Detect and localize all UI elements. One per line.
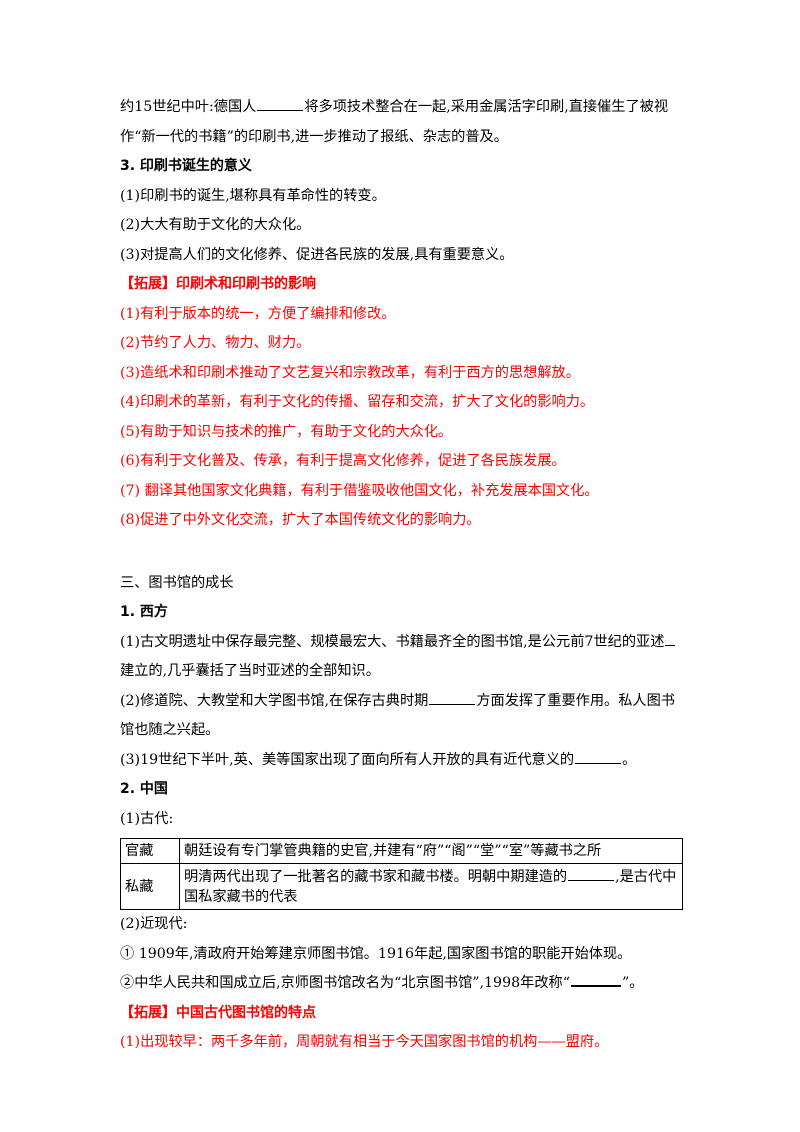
spacer <box>120 536 685 569</box>
fill-blank <box>570 971 621 987</box>
list-item: (7) 翻译其他国家文化典籍，有利于借鉴吸收他国文化，补充发展本国文化。 <box>120 482 599 499</box>
list-item: (1)印刷书的诞生,堪称具有革命性的转变。 <box>120 187 386 204</box>
section-heading-3: 3. 印刷书诞生的意义 <box>120 158 252 174</box>
sub-label-modern: (2)近现代: <box>120 916 188 932</box>
fill-blank <box>568 866 615 881</box>
list-item-continued: 建立的,几乎囊括了当时亚述的全部知识。 <box>120 663 380 679</box>
list-item: (5)有助于知识与技术的推广，有助于文化的大众化。 <box>120 423 453 440</box>
list-item: (1)有利于版本的统一，方便了编排和修改。 <box>120 305 396 322</box>
table-cell-key: 官藏 <box>120 838 180 864</box>
part-title-library: 三、图书馆的成长 <box>120 574 234 591</box>
list-item: (2)大大有助于文化的大众化。 <box>120 217 311 233</box>
list-item: (4)印刷术的革新，有利于文化的传播、留存和交流，扩大了文化的影响力。 <box>120 394 595 410</box>
fill-blank <box>257 96 304 111</box>
list-item: (6)有利于文化普及、传承，有利于提高文化修养，促进了各民族发展。 <box>120 453 566 469</box>
list-item: (3)19世纪下半叶,英、美等国家出现了面向所有人开放的具有近代意义的。 <box>120 746 685 776</box>
fill-blank <box>665 631 676 646</box>
table-row: 私藏 明清两代出现了一批著名的藏书家和藏书楼。明朝中期建造的,是古代中国私家藏书… <box>120 863 683 910</box>
list-item: (3)对提高人们的文化修养、促进各民族的发展,具有重要意义。 <box>120 246 514 263</box>
list-item: (1)古文明遗址中保存最完整、规模最宏大、书籍最齐全的图书馆,是公元前7世纪的亚… <box>120 628 685 658</box>
list-item: ① 1909年,清政府开始筹建京师图书馆。1916年起,国家图书馆的职能开始体现… <box>120 945 632 962</box>
table-cell-value: 明清两代出现了一批著名的藏书家和藏书楼。明朝中期建造的,是古代中国私家藏书的代表 <box>179 863 683 910</box>
extension-heading-library: 【拓展】中国古代图书馆的特点 <box>120 1004 316 1021</box>
list-item: (2)节约了人力、物力、财力。 <box>120 335 311 351</box>
table-cell-value: 朝廷设有专门掌管典籍的史官,并建有“府”“阁”“堂”“室”等藏书之所 <box>179 838 683 864</box>
fill-blank <box>575 749 622 764</box>
table-cell-key: 私藏 <box>120 863 180 910</box>
paragraph-gutenberg-line1: 约15世纪中叶:德国人将多项技术整合在一起,采用金属活字印刷,直接催生了被视 <box>120 93 685 123</box>
section-heading-china: 2. 中国 <box>120 781 168 797</box>
list-item: (2)修道院、大教堂和大学图书馆,在保存古典时期方面发挥了重要作用。私人图书 <box>120 687 685 717</box>
fill-blank <box>429 690 476 705</box>
list-item: (3)造纸术和印刷术推动了文艺复兴和宗教改革，有利于西方的思想解放。 <box>120 364 580 381</box>
ancient-collection-table: 官藏 朝廷设有专门掌管典籍的史官,并建有“府”“阁”“堂”“室”等藏书之所 私藏… <box>120 838 683 910</box>
table-row: 官藏 朝廷设有专门掌管典籍的史官,并建有“府”“阁”“堂”“室”等藏书之所 <box>120 838 683 864</box>
paragraph-gutenberg-line2: 作“新一代的书籍”的印刷书,进一步推动了报纸、杂志的普及。 <box>120 128 508 145</box>
extension-heading-printing: 【拓展】印刷术和印刷书的影响 <box>120 276 316 292</box>
list-item: ②中华人民共和国成立后,京师图书馆改名为“北京图书馆”,1998年改称“”。 <box>120 969 685 999</box>
document-page: 约15世纪中叶:德国人将多项技术整合在一起,采用金属活字印刷,直接催生了被视 作… <box>120 93 685 1058</box>
sub-label-ancient: (1)古代: <box>120 810 174 827</box>
list-item: (8)促进了中外文化交流，扩大了本国传统文化的影响力。 <box>120 512 481 528</box>
list-item-continued: 馆也随之兴起。 <box>120 722 220 738</box>
list-item: (1)出现较早：两千多年前，周朝就有相当于今天国家图书馆的机构——盟府。 <box>120 1034 609 1050</box>
section-heading-west: 1. 西方 <box>120 604 168 620</box>
